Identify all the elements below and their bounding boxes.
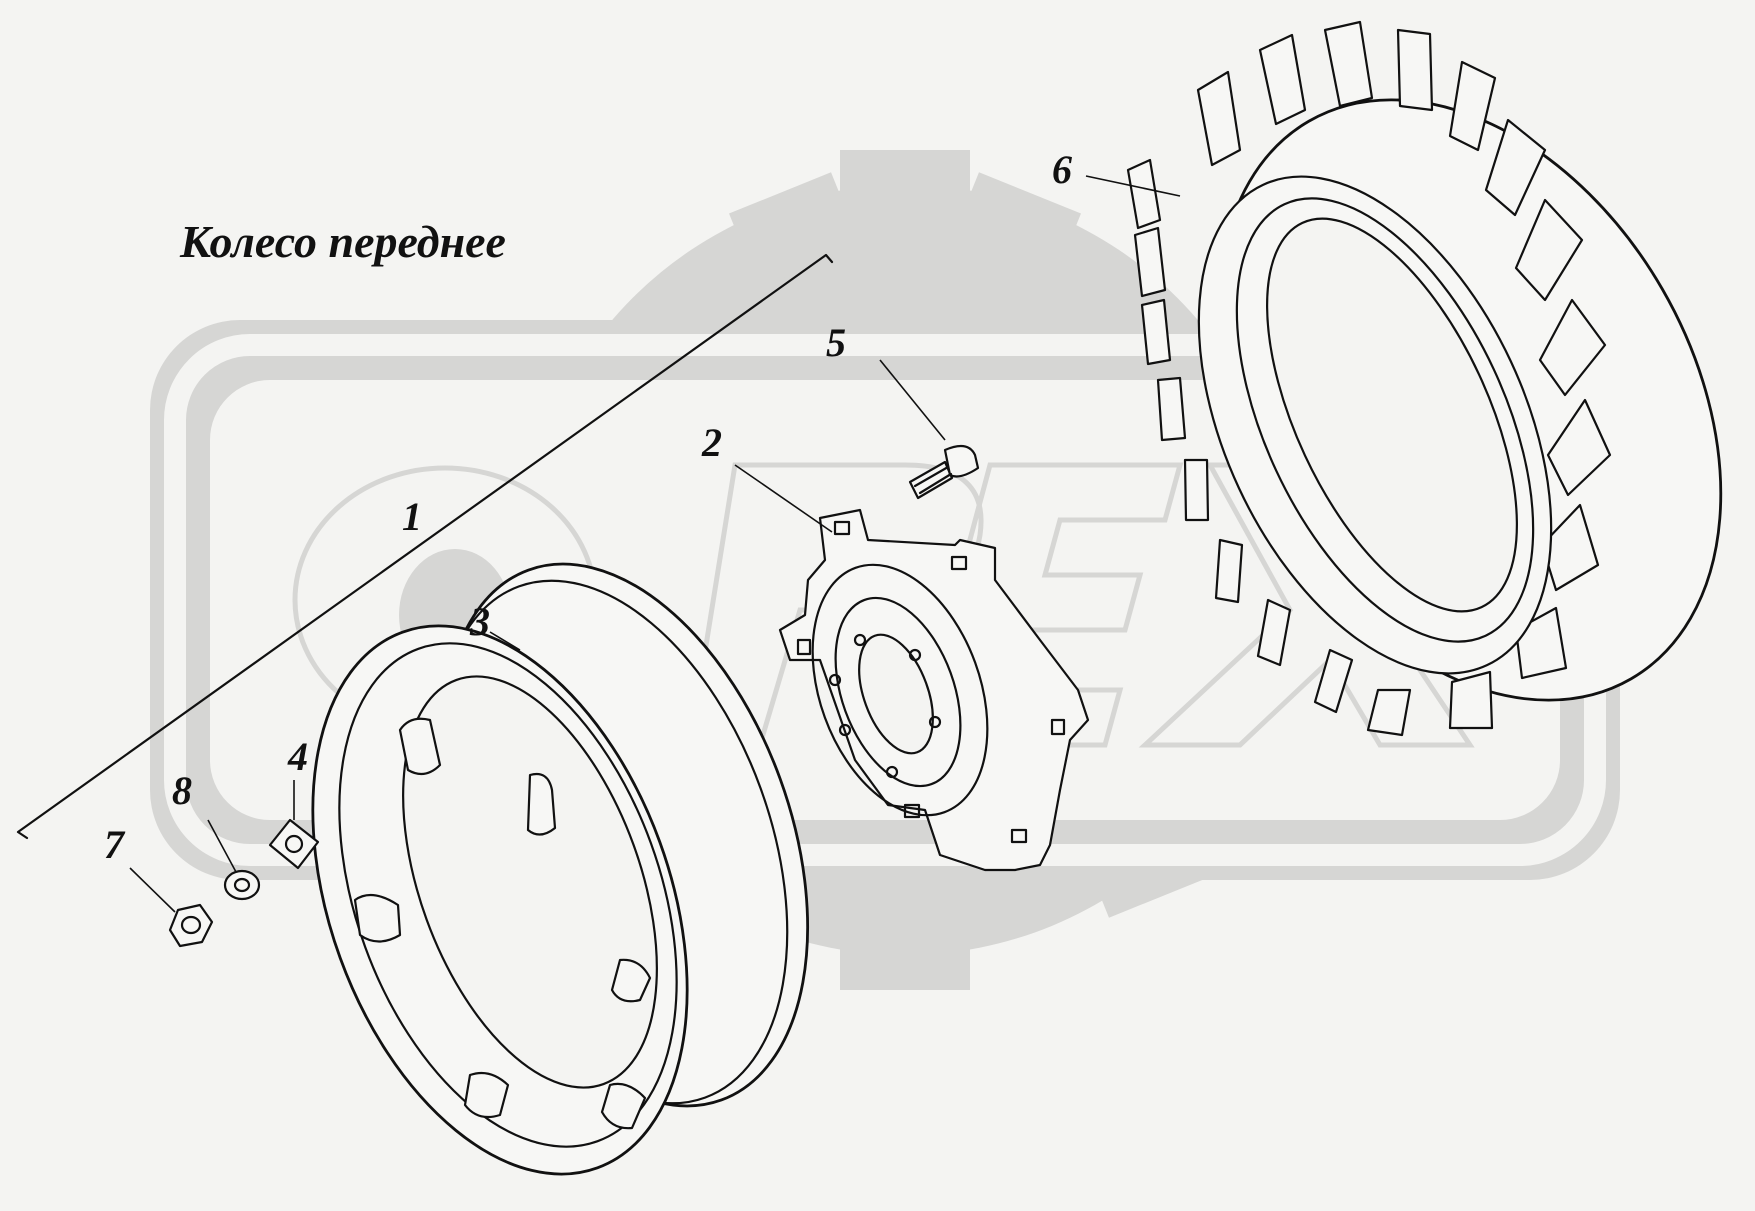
callout-1: 1 xyxy=(402,494,422,539)
leader-lines xyxy=(129,175,1181,913)
square-nut xyxy=(268,818,320,870)
rim xyxy=(311,562,810,1176)
callout-3: 3 xyxy=(469,599,490,644)
callout-5: 5 xyxy=(826,320,846,365)
assembly-bracket xyxy=(16,253,834,840)
lock-washer xyxy=(223,869,261,901)
bolt xyxy=(908,444,980,500)
callouts: 1 2 3 4 5 6 7 8 xyxy=(104,147,1072,867)
rim-mounting-lugs xyxy=(353,717,652,1130)
callout-6: 6 xyxy=(1052,147,1072,192)
hex-nut xyxy=(168,903,214,948)
callout-4: 4 xyxy=(287,734,308,779)
wheel-disc xyxy=(778,508,1090,872)
callout-2: 2 xyxy=(701,420,722,465)
tire-tread xyxy=(1126,20,1612,737)
tire xyxy=(1126,20,1723,737)
callout-7: 7 xyxy=(104,822,126,867)
callout-8: 8 xyxy=(172,768,192,813)
diagram-title: Колесо переднее xyxy=(179,216,506,267)
